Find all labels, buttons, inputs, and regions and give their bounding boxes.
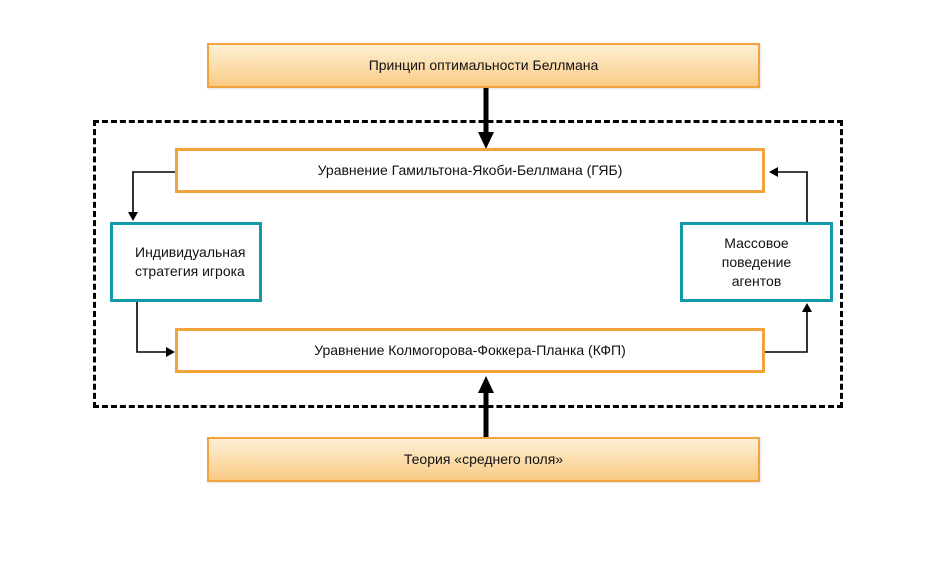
node-hjb-equation: Уравнение Гамильтона-Якоби-Беллмана (ГЯБ… bbox=[175, 148, 765, 193]
node-meanfield-theory-label: Теория «среднего поля» bbox=[403, 451, 564, 467]
node-individual-strategy-line2: стратегия игрока bbox=[135, 263, 245, 279]
node-kfp-equation-label: Уравнение Колмогорова-Фоккера-Планка (КФ… bbox=[314, 342, 626, 358]
node-meanfield-theory: Теория «среднего поля» bbox=[207, 437, 760, 482]
node-mass-behavior-line1: Массовое bbox=[724, 234, 789, 251]
node-individual-strategy: Индивидуальная стратегия игрока bbox=[110, 222, 262, 302]
node-mass-behavior-line2: поведение bbox=[721, 253, 792, 270]
node-individual-strategy-line1: Индивидуальная bbox=[135, 244, 246, 260]
node-individual-strategy-label: Индивидуальная стратегия игрока bbox=[135, 243, 245, 281]
node-bellman-principle: Принцип оптимальности Беллмана bbox=[207, 43, 760, 88]
node-mass-behavior: Массовое поведение агентов bbox=[680, 222, 833, 302]
node-bellman-principle-label: Принцип оптимальности Беллмана bbox=[368, 57, 599, 73]
node-mass-behavior-line3: агентов bbox=[731, 272, 782, 289]
node-mass-behavior-label: Массовое поведение агентов bbox=[722, 234, 791, 291]
node-hjb-equation-label: Уравнение Гамильтона-Якоби-Беллмана (ГЯБ… bbox=[317, 162, 623, 178]
dashed-boundary bbox=[93, 120, 843, 408]
node-kfp-equation: Уравнение Колмогорова-Фоккера-Планка (КФ… bbox=[175, 328, 765, 373]
